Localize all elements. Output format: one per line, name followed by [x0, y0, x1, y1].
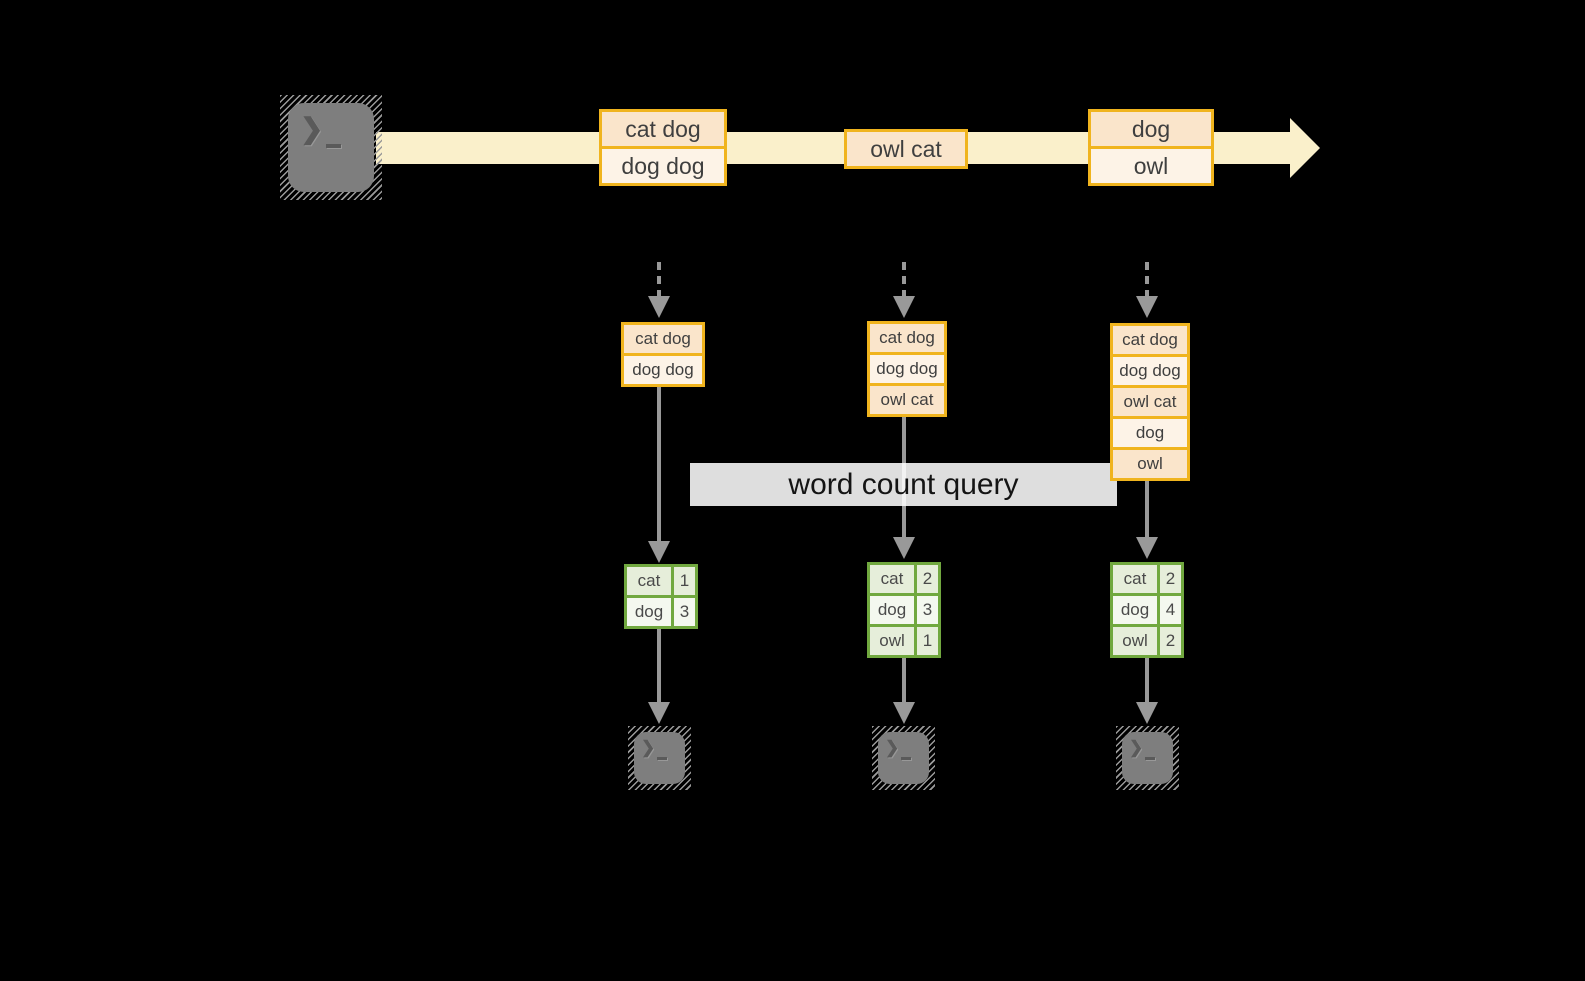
count-cell: 1 [917, 627, 938, 655]
word-count-table-3: cat 2 dog 4 owl 2 [1110, 562, 1184, 658]
stream-event-row: owl cat [847, 132, 965, 166]
output-terminal-icon: ❯ [1116, 726, 1179, 790]
word-count-table-2: cat 2 dog 3 owl 1 [867, 562, 941, 658]
down-arrow-line [657, 627, 661, 704]
down-arrow-line [1145, 656, 1149, 704]
down-arrowhead-icon [648, 541, 670, 563]
down-arrow-line [1145, 479, 1149, 539]
down-arrowhead-icon [1136, 296, 1158, 318]
word-cell: owl [870, 627, 914, 655]
word-cell: dog [1113, 596, 1157, 624]
micro-batch-row: dog dog [624, 353, 702, 384]
micro-batch-2: cat dog dog dog owl cat [867, 321, 947, 417]
terminal-prompt-cursor-icon [326, 144, 341, 148]
micro-batch-1: cat dog dog dog [621, 322, 705, 387]
stream-event-3: dog owl [1088, 109, 1214, 186]
down-arrowhead-icon [648, 702, 670, 724]
stream-event-2: owl cat [844, 129, 968, 169]
micro-batch-row: owl cat [1113, 385, 1187, 416]
stream-event-1: cat dog dog dog [599, 109, 727, 186]
terminal-prompt-cursor-icon [657, 757, 667, 760]
micro-batch-row: dog dog [870, 352, 944, 383]
dashed-down-arrow-icon [902, 262, 906, 298]
count-cell: 3 [917, 596, 938, 624]
down-arrowhead-icon [1136, 702, 1158, 724]
source-terminal-icon: ❯ [280, 95, 382, 200]
terminal-prompt-chevron-icon: ❯ [885, 738, 900, 757]
micro-batch-row: cat dog [1113, 326, 1187, 354]
micro-batch-row: dog [1113, 416, 1187, 447]
word-count-table-1: cat 1 dog 3 [624, 564, 698, 629]
word-cell: cat [1113, 565, 1157, 593]
word-cell: cat [627, 567, 671, 595]
down-arrowhead-icon [893, 296, 915, 318]
count-cell: 2 [1160, 565, 1181, 593]
down-arrowhead-icon [1136, 537, 1158, 559]
word-cell: owl [1113, 627, 1157, 655]
down-arrow-line [902, 656, 906, 704]
micro-batch-row: dog dog [1113, 354, 1187, 385]
micro-batch-row: owl [1113, 447, 1187, 478]
micro-batch-row: cat dog [870, 324, 944, 352]
terminal-prompt-cursor-icon [901, 757, 911, 760]
count-cell: 2 [1160, 627, 1181, 655]
output-terminal-icon: ❯ [628, 726, 691, 790]
output-terminal-icon: ❯ [872, 726, 935, 790]
query-label: word count query [690, 463, 1117, 506]
terminal-prompt-cursor-icon [1145, 757, 1155, 760]
terminal-prompt-chevron-icon: ❯ [641, 738, 656, 757]
micro-batch-3: cat dog dog dog owl cat dog owl [1110, 323, 1190, 481]
right-arrow-icon [1290, 118, 1320, 178]
count-cell: 4 [1160, 596, 1181, 624]
stream-event-row: cat dog [602, 112, 724, 146]
stream-event-row: owl [1091, 146, 1211, 183]
micro-batch-row: owl cat [870, 383, 944, 414]
terminal-prompt-chevron-icon: ❯ [300, 113, 324, 144]
word-cell: dog [870, 596, 914, 624]
micro-batch-row: cat dog [624, 325, 702, 353]
down-arrowhead-icon [893, 702, 915, 724]
terminal-prompt-chevron-icon: ❯ [1129, 738, 1144, 757]
word-cell: cat [870, 565, 914, 593]
down-arrow-line [657, 385, 661, 543]
count-cell: 3 [674, 598, 695, 626]
count-cell: 1 [674, 567, 695, 595]
count-cell: 2 [917, 565, 938, 593]
down-arrowhead-icon [648, 296, 670, 318]
down-arrowhead-icon [893, 537, 915, 559]
word-cell: dog [627, 598, 671, 626]
stream-event-row: dog dog [602, 146, 724, 183]
stream-event-row: dog [1091, 112, 1211, 146]
dashed-down-arrow-icon [657, 262, 661, 298]
dashed-down-arrow-icon [1145, 262, 1149, 298]
